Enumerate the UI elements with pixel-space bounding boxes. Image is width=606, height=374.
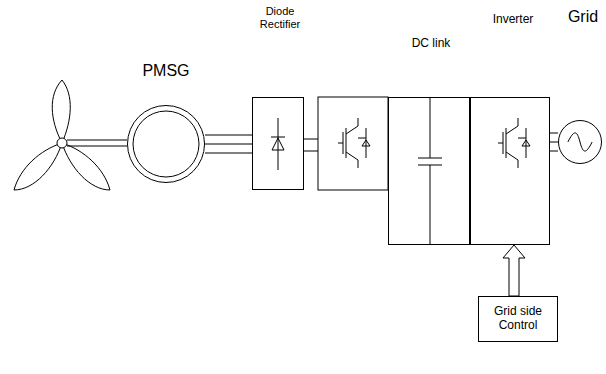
- inner-circle: [133, 111, 199, 177]
- circle-border: [559, 121, 602, 164]
- phase-wire: [205, 153, 252, 154]
- diode-symbol: [271, 118, 285, 170]
- control-box: Grid side Control: [478, 296, 558, 342]
- capacitor-symbol: [418, 98, 442, 244]
- dc-link-box: DC link: [388, 97, 470, 245]
- circle-outline: [558, 120, 602, 164]
- phase-wire: [550, 151, 558, 152]
- phase-wire: [205, 135, 252, 136]
- component-label: DC link: [391, 37, 471, 51]
- phase-wire: [205, 144, 252, 145]
- phase-wire: [550, 142, 558, 143]
- boost-converter: [318, 97, 388, 190]
- component-label: Inverter: [473, 13, 553, 27]
- component-label: Diode Rectifier: [252, 5, 308, 30]
- dc-wires: [304, 139, 318, 151]
- circle-border: [128, 106, 205, 183]
- rectifier-box: Diode Rectifier: [252, 97, 304, 190]
- connector: [550, 133, 558, 151]
- box-label: Grid side Control: [479, 297, 557, 341]
- connector: [205, 135, 252, 153]
- grid-circle: Grid: [558, 120, 602, 164]
- sine-wave: [568, 133, 592, 151]
- inverter-box: Inverter: [470, 97, 550, 245]
- block-arrow: [503, 245, 525, 296]
- phase-wire: [550, 133, 558, 134]
- connector: [503, 245, 525, 296]
- inverter-switch: [498, 118, 530, 168]
- component-label: PMSG: [126, 62, 206, 80]
- component-label: Grid: [563, 8, 603, 26]
- circle-outline: [127, 105, 205, 183]
- wind-turbine: [14, 80, 127, 190]
- generator-circle: PMSG: [127, 105, 205, 183]
